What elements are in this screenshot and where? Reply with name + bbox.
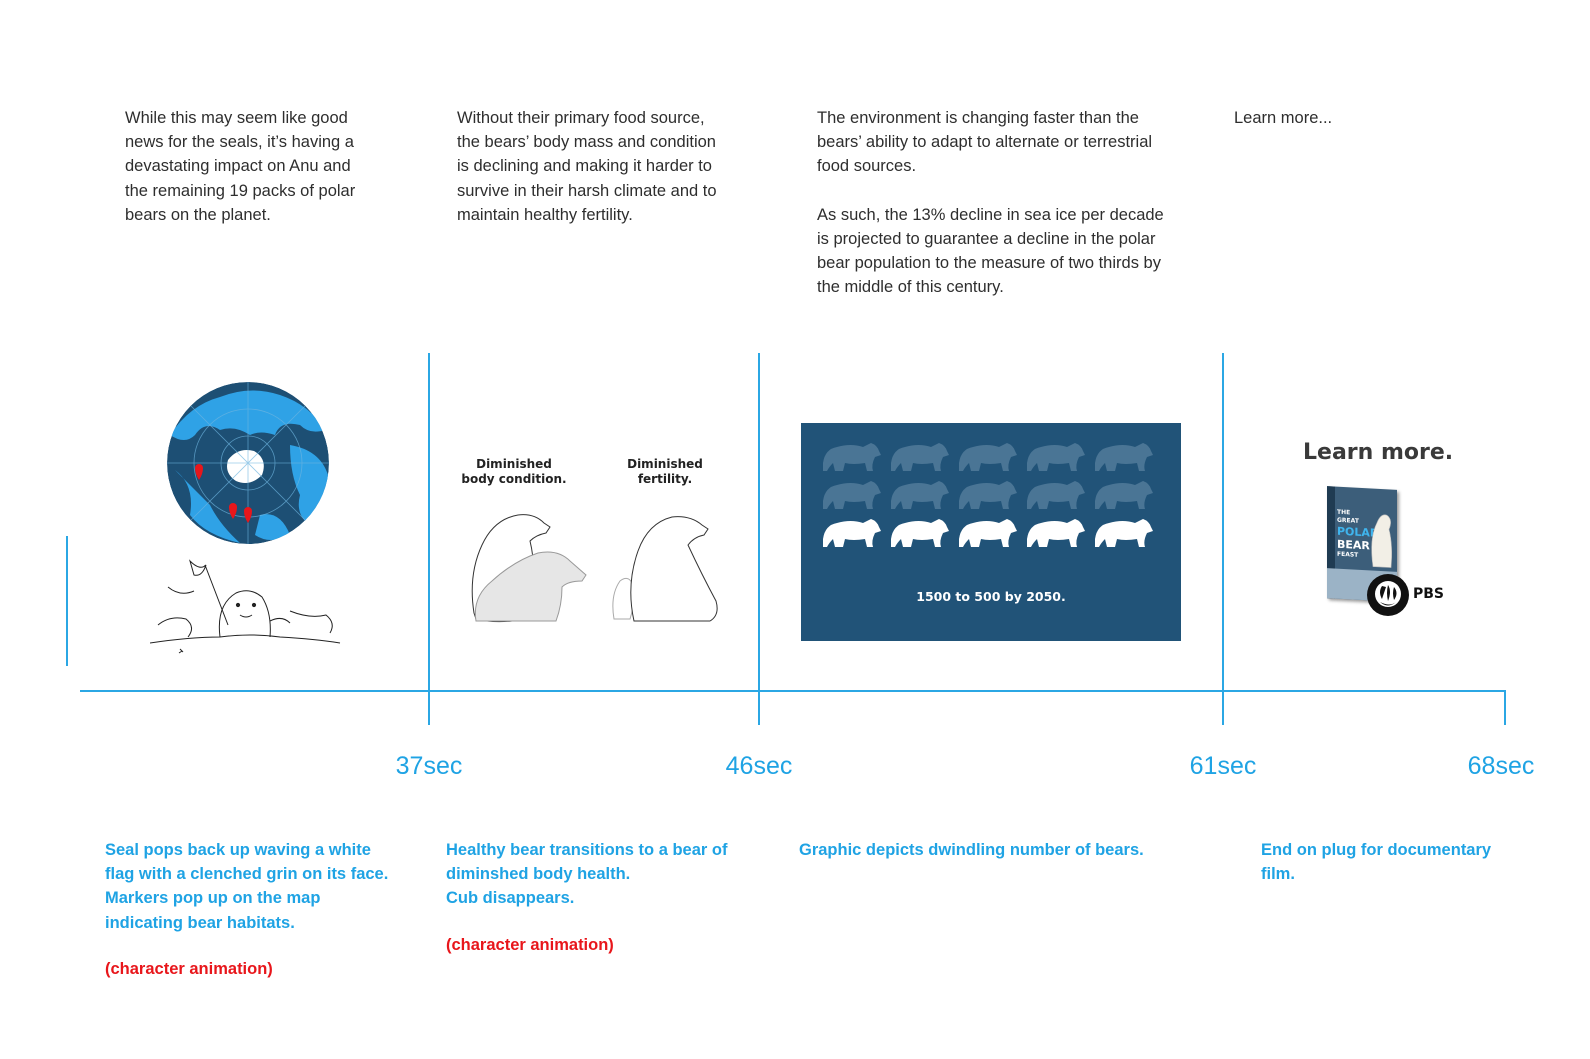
dvd-title-line5: FEAST	[1337, 550, 1359, 559]
pbs-label: PBS	[1413, 586, 1445, 602]
description-segment-3: Graphic depicts dwindling number of bear…	[799, 841, 1144, 859]
bear-population-graphic: 1500 to 500 by 2050.	[801, 423, 1181, 641]
dvd-cover: THE GREAT POLAR BEAR FEAST	[1327, 486, 1397, 602]
dvd-bear-image	[1371, 514, 1392, 568]
bear-icon-faded	[1095, 443, 1153, 471]
timeline-divider-68	[1504, 690, 1506, 725]
learn-more-heading: Learn more.	[1303, 440, 1454, 465]
dvd-title-line2: GREAT	[1337, 516, 1359, 525]
bears-illustration	[471, 514, 718, 623]
bear-icon-remaining	[891, 519, 949, 547]
animation-note-2: (character animation)	[446, 936, 614, 954]
animation-note-1: (character animation)	[105, 960, 273, 978]
bear-icon-faded	[1095, 481, 1153, 509]
arctic-map-panel	[150, 382, 341, 654]
fertility-bear	[630, 516, 718, 622]
thin-bear	[474, 551, 587, 622]
bear-icon-faded	[1027, 443, 1085, 471]
bear-icon-faded	[1027, 481, 1085, 509]
time-marker-37: 37sec	[395, 752, 463, 780]
population-caption: 1500 to 500 by 2050.	[916, 589, 1066, 604]
narration-block-2: Without their primary food source, the b…	[457, 109, 717, 224]
narration-block-4: Learn more...	[1234, 109, 1333, 127]
description-segment-4: End on plug for documentary film.	[1261, 841, 1492, 884]
bear-icon-remaining	[823, 519, 881, 547]
bear-icon-faded	[823, 481, 881, 509]
bear-icon-faded	[823, 443, 881, 471]
pbs-logo-icon	[1367, 574, 1409, 616]
timeline-divider-37	[428, 353, 430, 725]
timeline-divider-61	[1222, 353, 1224, 725]
seal-sketch	[150, 559, 341, 654]
narration-block-1: While this may seem like good news for t…	[125, 109, 356, 224]
bear-icon-faded	[959, 443, 1017, 471]
bear-icon-faded	[959, 481, 1017, 509]
timeline-axis	[80, 690, 1506, 692]
dvd-title-line1: THE	[1337, 508, 1351, 517]
bear-icon-remaining	[959, 519, 1017, 547]
time-marker-61: 61sec	[1189, 752, 1257, 780]
habitat-markers	[195, 464, 252, 523]
bear-icon-faded	[891, 443, 949, 471]
timeline-start-line	[66, 536, 68, 666]
arctic-map	[167, 382, 329, 544]
bear-grid	[823, 443, 1153, 547]
bear-icon-remaining	[1095, 519, 1153, 547]
bear-icon-faded	[891, 481, 949, 509]
description-segment-1: Seal pops back up waving a white flag wi…	[105, 841, 389, 932]
time-marker-68: 68sec	[1467, 752, 1535, 780]
description-segment-2: Healthy bear transitions to a bear of di…	[446, 841, 728, 908]
time-marker-46: 46sec	[725, 752, 793, 780]
bear-icon-remaining	[1027, 519, 1085, 547]
caption-fertility: Diminished fertility.	[627, 457, 703, 486]
narration-block-3: The environment is changing faster than …	[817, 109, 1164, 297]
timeline-divider-46	[758, 353, 760, 725]
caption-body-condition: Diminished body condition.	[461, 457, 567, 486]
